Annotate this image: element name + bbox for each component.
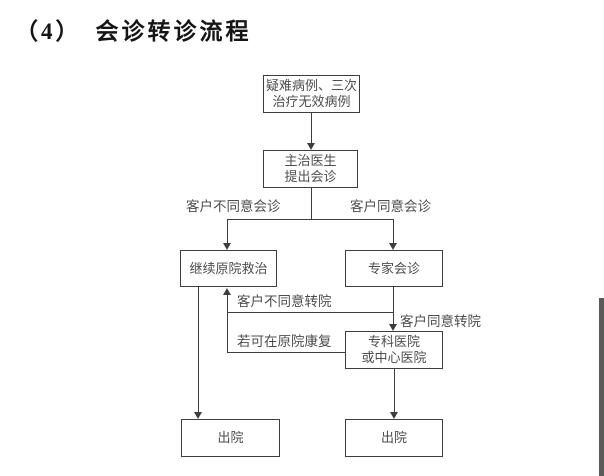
node-line: 提出会诊 [284,169,337,184]
node-specialist-hospital: 专科医院 或中心医院 [345,331,443,369]
arrow-down-icon [194,412,202,419]
arrow-down-icon [223,243,231,250]
page-edge-bar [599,298,604,476]
node-line: 或中心医院 [361,350,427,365]
edge-label-client-agree-transfer: 客户同意转院 [400,314,481,329]
edge-split-right-line [393,219,394,244]
node-line: 出院 [217,430,244,445]
node-line: 治疗无效病例 [272,94,351,109]
node-line: 主治医生 [284,153,337,168]
edge-label-if-recover-original: 若可在原院康复 [237,334,332,349]
page-title: （4） 会诊转诊流程 [15,12,252,46]
arrow-up-icon [223,288,231,295]
edge-doctor-to-split-line [311,188,312,219]
title-text: 会诊转诊流程 [95,19,252,44]
node-line: 专家会诊 [367,260,420,276]
node-discharge-right: 出院 [345,419,443,457]
edge-return-vertical-line [227,295,228,352]
edge-specialist-to-discharge-line [394,369,395,413]
arrow-down-icon [389,324,397,331]
edge-recover-return-line [227,352,346,353]
edge-label-client-disagree-consult: 客户不同意会诊 [186,199,281,214]
node-line: 出院 [380,430,407,445]
node-line: 疑难病例、三次 [265,78,357,93]
node-continue-original-hospital: 继续原院救治 [180,250,277,287]
edge-split-left-line [227,219,228,244]
edge-label-client-agree-consult: 客户同意会诊 [350,199,431,214]
edge-disagree-transfer-line [227,312,393,313]
node-attending-doctor: 主治医生 提出会诊 [263,150,358,188]
node-line: 继续原院救治 [189,260,268,276]
arrow-down-icon [390,412,398,419]
node-difficult-cases: 疑难病例、三次 治疗无效病例 [263,75,360,113]
edge-continue-to-discharge-line [198,287,199,413]
arrow-down-icon [389,243,397,250]
arrow-down-icon [307,143,315,150]
node-expert-consultation: 专家会诊 [345,250,443,287]
edge-split-horizontal-line [227,219,394,220]
edge-label-client-disagree-transfer: 客户不同意转院 [237,294,332,309]
node-discharge-left: 出院 [181,419,280,457]
node-line: 专科医院 [367,334,420,349]
edge-cases-to-doctor-line [311,113,312,144]
title-number: （4） [15,19,82,44]
edge-expert-to-specialist-line [393,287,394,325]
